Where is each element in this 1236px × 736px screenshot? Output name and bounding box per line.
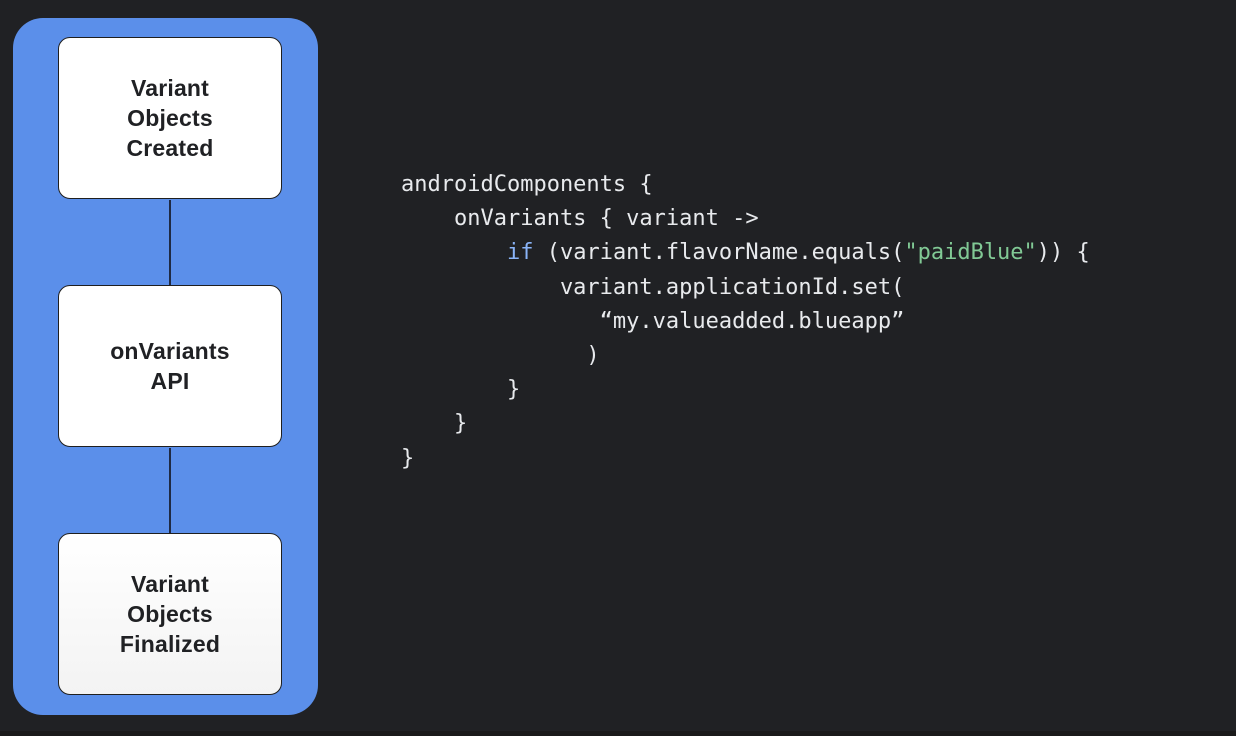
code-line-5: “my.valueadded.blueapp” (401, 308, 905, 334)
code-line-4: variant.applicationId.set( (401, 274, 905, 300)
code-line-1: androidComponents { (401, 172, 653, 197)
code-condition-post: )) { (1036, 240, 1090, 266)
code-line-6: ) (401, 342, 600, 368)
code-line-3: if (variant.flavorName.equals("paidBlue"… (401, 236, 1201, 270)
stage-label-onvariants: onVariants API (110, 338, 230, 394)
stage-label-finalized: Variant Objects Finalized (119, 571, 221, 657)
stage-box-finalized: Variant Objects Finalized (58, 533, 282, 695)
code-snippet: androidComponents { onVariants { variant… (401, 168, 1201, 476)
variant-pipeline-diagram: Variant Objects Created onVariants API V… (13, 18, 318, 715)
connector-line-1 (169, 200, 171, 285)
code-line-2: onVariants { variant -> (401, 206, 759, 232)
code-line-9: } (401, 445, 415, 471)
stage-box-onvariants: onVariants API (58, 285, 282, 447)
stage-label-created: Variant Objects Created (126, 75, 214, 161)
stage-box-created: Variant Objects Created (58, 37, 282, 199)
code-keyword-if: if (506, 240, 534, 266)
connector-line-2 (169, 448, 171, 533)
code-string-literal: "paidBlue" (904, 240, 1037, 266)
code-indent (401, 240, 507, 265)
code-line-8: } (401, 411, 468, 437)
bottom-edge-bar (0, 731, 1236, 736)
code-condition-pre: (variant.flavorName.equals( (533, 240, 905, 266)
code-line-7: } (401, 377, 521, 403)
